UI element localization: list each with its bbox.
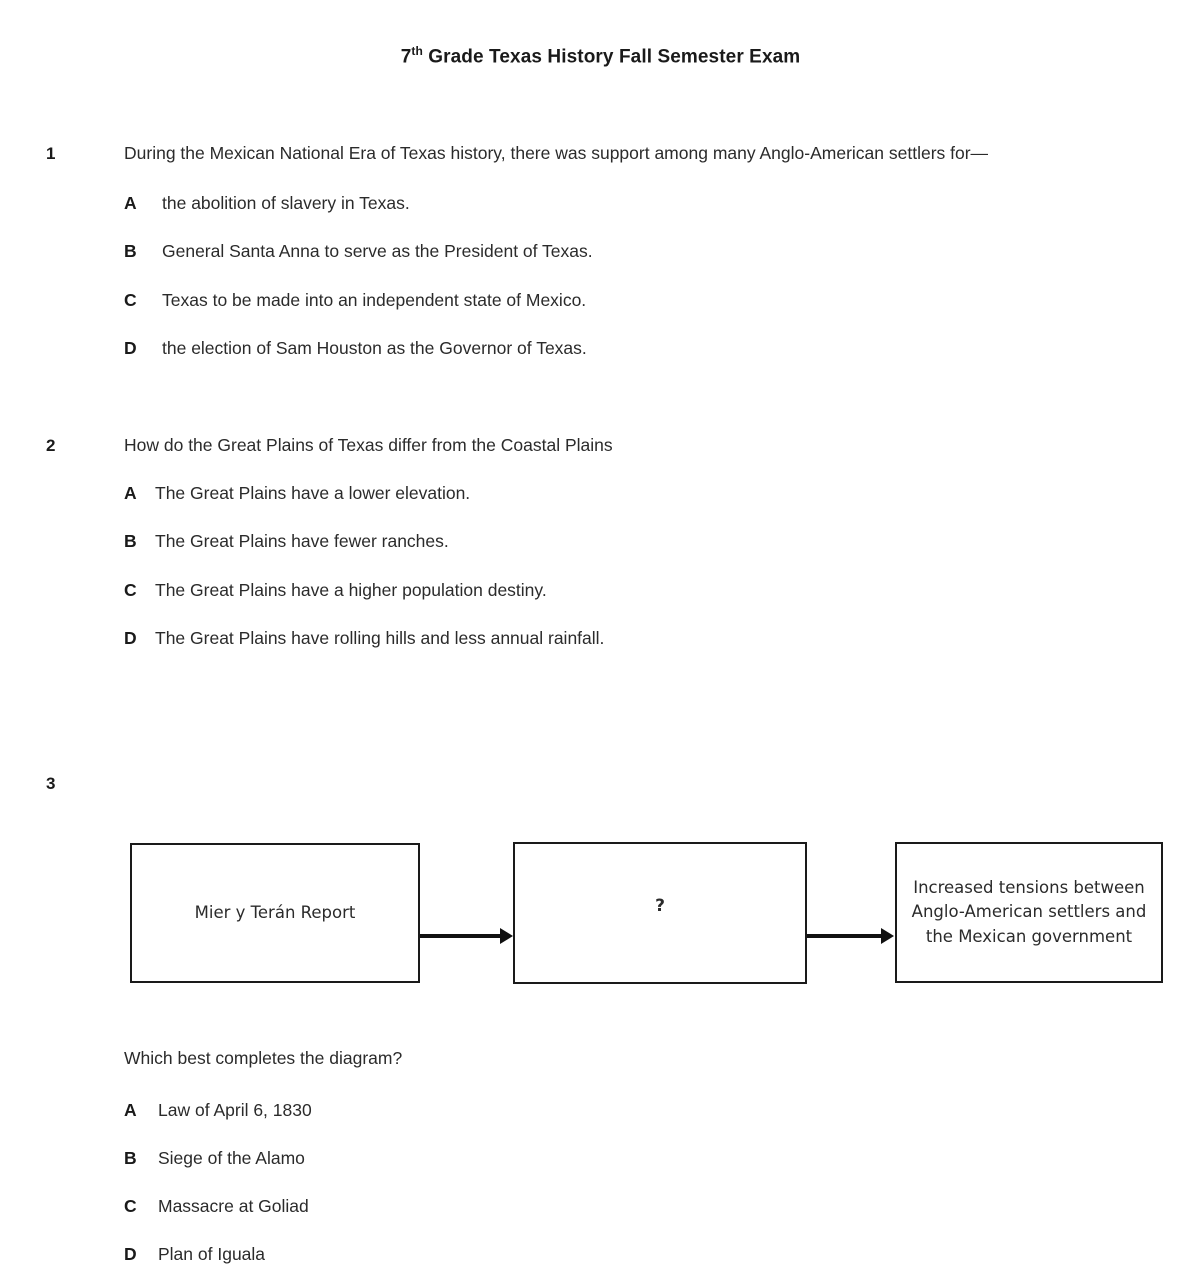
choice-text: Texas to be made into an independent sta…: [162, 290, 587, 310]
question-3-choice-d[interactable]: D Plan of Iguala: [124, 1244, 265, 1265]
choice-text: The Great Plains have rolling hills and …: [155, 628, 605, 648]
diagram-box-effect: Increased tensions between Anglo-America…: [895, 842, 1163, 983]
choice-letter: D: [124, 628, 137, 648]
choice-letter: A: [124, 483, 137, 503]
title-ordinal-suffix: th: [411, 44, 423, 58]
choice-text: General Santa Anna to serve as the Presi…: [162, 241, 593, 261]
question-1-choice-c[interactable]: C Texas to be made into an independent st…: [124, 290, 586, 311]
question-3-choice-c[interactable]: C Massacre at Goliad: [124, 1196, 309, 1217]
choice-text: the election of Sam Houston as the Gover…: [162, 338, 587, 358]
question-2-choice-c[interactable]: C The Great Plains have a higher populati…: [124, 580, 547, 601]
choice-letter: C: [124, 580, 137, 600]
choice-letter: B: [124, 1148, 137, 1168]
choice-text: The Great Plains have a higher populatio…: [155, 580, 547, 600]
title-prefix: 7: [400, 46, 412, 68]
choice-letter: A: [124, 1100, 137, 1120]
question-number-3: 3: [46, 774, 56, 793]
choice-text: Plan of Iguala: [158, 1244, 266, 1264]
choice-text: Massacre at Goliad: [158, 1196, 309, 1216]
choice-letter: D: [124, 1244, 137, 1264]
choice-text: the abolition of slavery in Texas.: [162, 193, 410, 213]
question-2-choice-a[interactable]: A The Great Plains have a lower elevation…: [124, 483, 470, 504]
question-number-1: 1: [46, 144, 56, 163]
arrow-right-icon-1: [420, 928, 513, 944]
choice-letter: B: [124, 531, 137, 551]
choice-text: Law of April 6, 1830: [158, 1100, 312, 1120]
question-stem-3: Which best completes the diagram?: [124, 1048, 403, 1068]
choice-text: Siege of the Alamo: [158, 1148, 305, 1168]
choice-text: The Great Plains have fewer ranches.: [155, 531, 449, 551]
title-rest: Grade Texas History Fall Semester Exam: [422, 46, 801, 68]
question-stem-2: How do the Great Plains of Texas differ …: [124, 435, 613, 455]
question-2-choice-b[interactable]: B The Great Plains have fewer ranches.: [124, 531, 449, 552]
diagram-box-cause: Mier y Terán Report: [130, 843, 420, 983]
question-2-choice-d[interactable]: D The Great Plains have rolling hills and…: [124, 628, 604, 649]
choice-text: The Great Plains have a lower elevation.: [155, 483, 471, 503]
choice-letter: D: [124, 338, 137, 358]
question-number-2: 2: [46, 436, 56, 455]
choice-letter: C: [124, 1196, 137, 1216]
arrow-right-icon-2: [807, 928, 894, 944]
choice-letter: A: [124, 193, 137, 213]
choice-letter: C: [124, 290, 137, 310]
choice-letter: B: [124, 241, 137, 261]
question-3-choice-b[interactable]: B Siege of the Alamo: [124, 1148, 305, 1169]
question-stem-1: During the Mexican National Era of Texas…: [124, 143, 989, 163]
question-3-choice-a[interactable]: A Law of April 6, 1830: [124, 1100, 312, 1121]
diagram-box-missing: ?: [513, 842, 807, 984]
page-title: 7th Grade Texas History Fall Semester Ex…: [0, 44, 1201, 68]
question-1-choice-b[interactable]: B General Santa Anna to serve as the Pres…: [124, 241, 593, 262]
